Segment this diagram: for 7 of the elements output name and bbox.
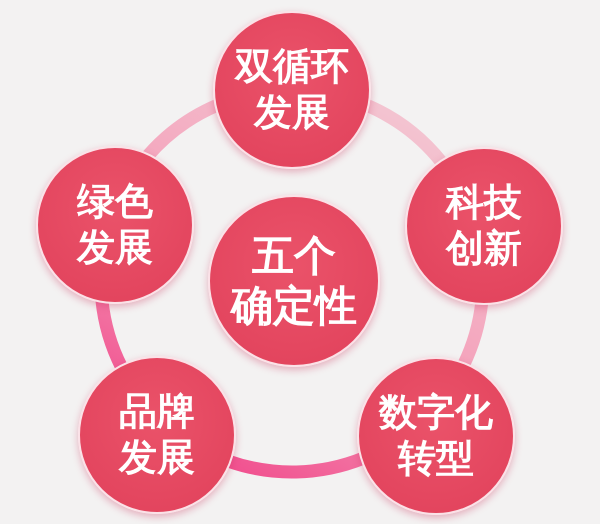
ring-arc [226,452,366,478]
circle-label: 绿色发展 [77,179,153,271]
circle-label: 科技创新 [446,180,522,272]
circle-label: 品牌发展 [119,389,195,481]
circle-label: 五个确定性 [231,230,357,332]
circle-label: 双循环发展 [235,44,349,136]
circle-label: 数字化转型 [379,390,493,482]
